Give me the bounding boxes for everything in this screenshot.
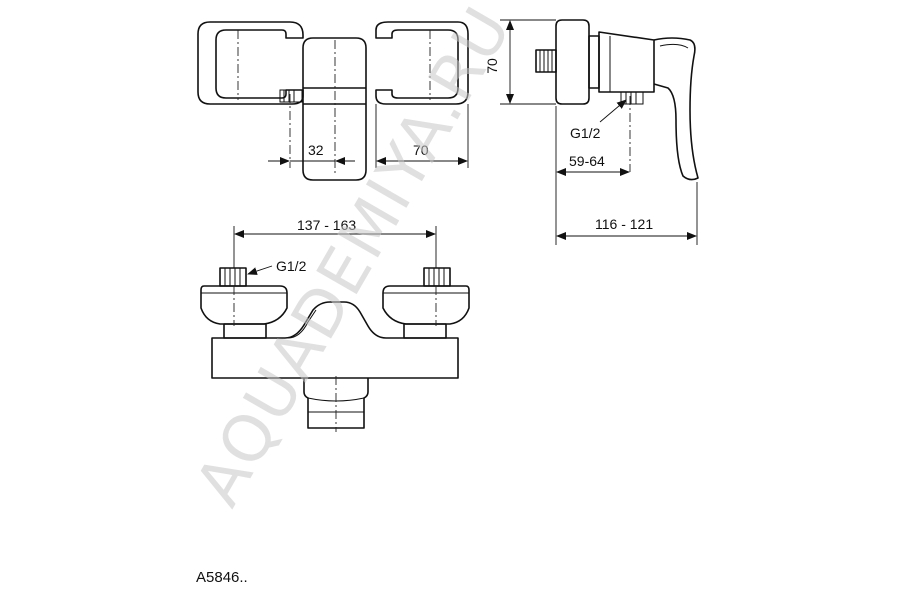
model-code: A5846.. [196, 569, 248, 586]
dim-label-137-163: 137 - 163 [297, 217, 356, 233]
side-view [500, 19, 699, 245]
watermark: AQUADEMIYA.RU [182, 0, 527, 518]
front-view [200, 226, 470, 432]
dim-label-59-64: 59-64 [569, 153, 605, 169]
top-view [197, 21, 469, 181]
dim-label-70-top: 70 [413, 142, 429, 158]
dim-label-70-side: 70 [484, 58, 500, 74]
thread-label-front: G1/2 [276, 258, 307, 274]
dim-label-32: 32 [308, 142, 324, 158]
dim-label-116-121: 116 - 121 [595, 216, 653, 232]
thread-label-side: G1/2 [570, 125, 601, 141]
